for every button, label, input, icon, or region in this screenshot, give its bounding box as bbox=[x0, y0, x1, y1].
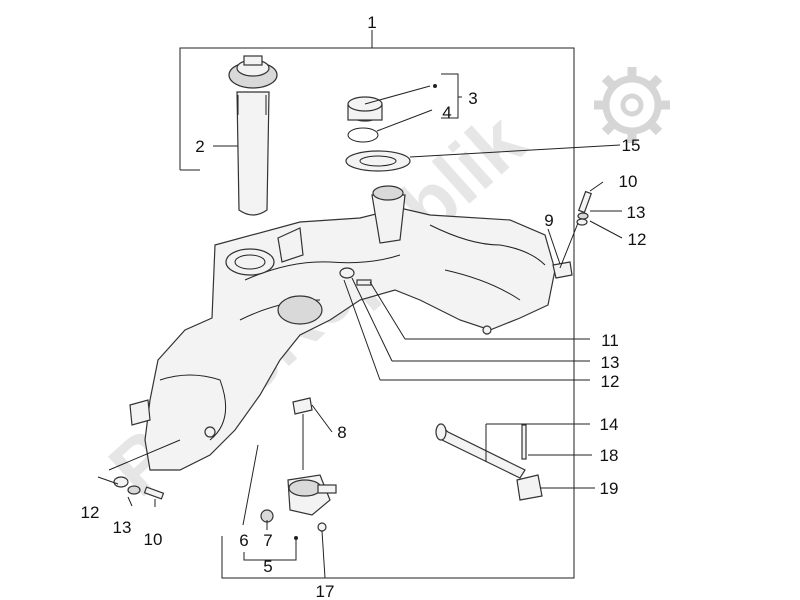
callout-1: 1 bbox=[367, 13, 376, 32]
subgroup-bracket-5 bbox=[243, 540, 297, 561]
leader-lines bbox=[97, 73, 623, 579]
sender-tube bbox=[236, 91, 270, 216]
callout-13-mid: 13 bbox=[601, 353, 620, 372]
fastener-top-right bbox=[576, 190, 593, 226]
callout-2: 2 bbox=[195, 137, 204, 156]
frame-assembly-1 bbox=[179, 47, 575, 579]
filler-gasket bbox=[347, 127, 379, 143]
callout-12-top: 12 bbox=[628, 230, 647, 249]
callout-9: 9 bbox=[544, 211, 553, 230]
fuel-tap-outlet bbox=[317, 484, 337, 494]
assembly-frames bbox=[179, 30, 575, 579]
bracket-9 bbox=[552, 261, 573, 279]
fastener-bottom-left bbox=[113, 476, 165, 500]
callout-14: 14 bbox=[600, 415, 619, 434]
gear-icon bbox=[594, 67, 670, 143]
callout-4: 4 bbox=[442, 103, 451, 122]
callout-12-mid: 12 bbox=[601, 372, 620, 391]
clamp-8 bbox=[292, 397, 313, 415]
callout-12-bottom: 12 bbox=[81, 503, 100, 522]
callout-10-bottom: 10 bbox=[144, 530, 163, 549]
callout-10-top: 10 bbox=[619, 172, 638, 191]
tank-bracket bbox=[277, 227, 304, 263]
callout-13-top: 13 bbox=[627, 203, 646, 222]
callout-19: 19 bbox=[600, 479, 619, 498]
sender-connector bbox=[243, 55, 263, 66]
clamp-19 bbox=[516, 474, 543, 501]
tank-mount-left bbox=[129, 399, 151, 426]
filler-ring bbox=[345, 150, 411, 172]
hose-group bbox=[435, 423, 543, 501]
tank-opening bbox=[277, 295, 323, 325]
fuel-hose-14 bbox=[439, 423, 526, 479]
callout-15: 15 bbox=[622, 136, 641, 155]
callout-6: 6 bbox=[239, 531, 248, 550]
callout-11: 11 bbox=[601, 331, 619, 350]
callout-18: 18 bbox=[600, 446, 619, 465]
screw-18 bbox=[521, 424, 527, 460]
fastener-middle bbox=[339, 267, 372, 286]
clip-17 bbox=[317, 522, 327, 532]
callout-8: 8 bbox=[337, 423, 346, 442]
callout-labels: 1 2 3 4 15 10 13 9 12 11 13 12 8 14 18 1… bbox=[81, 13, 647, 600]
callout-13-bottom: 13 bbox=[113, 518, 132, 537]
fuel-pump-sender bbox=[228, 55, 278, 216]
callout-17: 17 bbox=[316, 582, 335, 600]
callout-7: 7 bbox=[263, 531, 272, 550]
fuel-tap-assembly bbox=[260, 397, 337, 532]
tank-filler-port bbox=[225, 248, 275, 276]
callout-3: 3 bbox=[468, 89, 477, 108]
fuel-tank bbox=[129, 185, 556, 471]
callout-5: 5 bbox=[263, 557, 272, 576]
